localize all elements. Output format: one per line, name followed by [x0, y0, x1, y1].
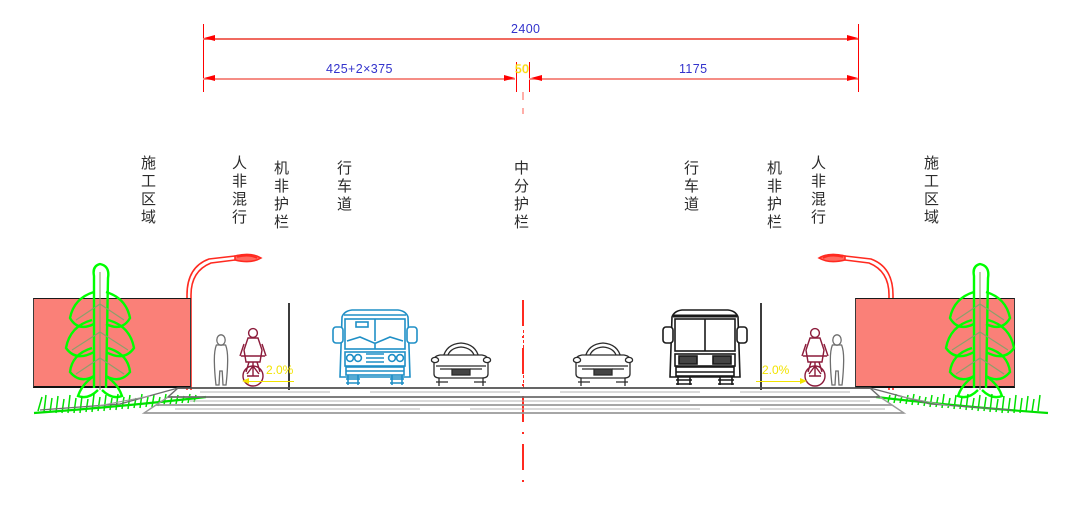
dim-line-overall	[203, 38, 858, 40]
dim-extension-left-outer	[203, 24, 204, 92]
label-guardrail-right: 机非护栏	[765, 160, 783, 232]
label-construction-area-right: 施工区域	[922, 155, 940, 227]
dim-arrow-left-segment-end	[504, 75, 515, 81]
tree-left	[64, 262, 136, 399]
pavement-structure	[141, 387, 907, 414]
slope-arrowhead-left	[242, 378, 249, 384]
tree-right	[944, 262, 1016, 399]
car-left	[430, 342, 492, 386]
dim-text-overall: 2400	[511, 22, 541, 36]
slope-label-left: 2.0%	[266, 363, 294, 377]
cyclist-left	[239, 327, 267, 387]
street-lamp-left	[186, 253, 263, 390]
bus-right	[662, 309, 748, 385]
dim-text-right-segment: 1175	[679, 62, 708, 76]
dim-text-median: 50	[515, 62, 530, 76]
label-mixed-traffic-right: 人非混行	[809, 155, 827, 227]
car-right	[572, 342, 634, 386]
slope-label-right: 2.0%	[762, 363, 790, 377]
bus-left	[332, 309, 418, 385]
street-lamp-right	[817, 253, 894, 390]
dim-arrow-overall-right	[847, 35, 858, 41]
dim-extension-median-left	[516, 62, 517, 92]
pedestrian-right	[829, 334, 845, 386]
label-construction-area-left: 施工区域	[139, 155, 157, 227]
dim-arrow-right-segment-start	[531, 75, 542, 81]
dim-line-left-segment	[203, 78, 515, 80]
dim-text-left-segment: 425+2×375	[326, 62, 393, 76]
dim-line-right-segment	[529, 78, 858, 80]
dim-extension-median-right	[529, 62, 530, 92]
slope-arrowhead-right	[800, 378, 807, 384]
guardrail-post-left	[288, 303, 290, 390]
label-carriageway-left: 行车道	[335, 160, 353, 214]
label-guardrail-left: 机非护栏	[272, 160, 290, 232]
shoulder-edges	[39, 387, 1013, 411]
slope-arrow-left	[248, 381, 294, 382]
dim-arrow-right-segment-end	[847, 75, 858, 81]
construction-zone-left	[33, 298, 191, 388]
slope-arrow-right	[756, 381, 802, 382]
cyclist-right	[801, 327, 829, 387]
dim-extension-right-outer	[858, 24, 859, 92]
label-median-guardrail: 中分护栏	[512, 160, 530, 232]
dim-arrow-left-segment-start	[204, 75, 215, 81]
pedestrian-left	[213, 334, 229, 386]
label-carriageway-right: 行车道	[682, 160, 700, 214]
median-guardrail-rail	[523, 330, 524, 388]
label-mixed-traffic-left: 人非混行	[230, 155, 248, 227]
guardrail-post-right	[760, 303, 762, 390]
dim-arrow-overall-left	[204, 35, 215, 41]
